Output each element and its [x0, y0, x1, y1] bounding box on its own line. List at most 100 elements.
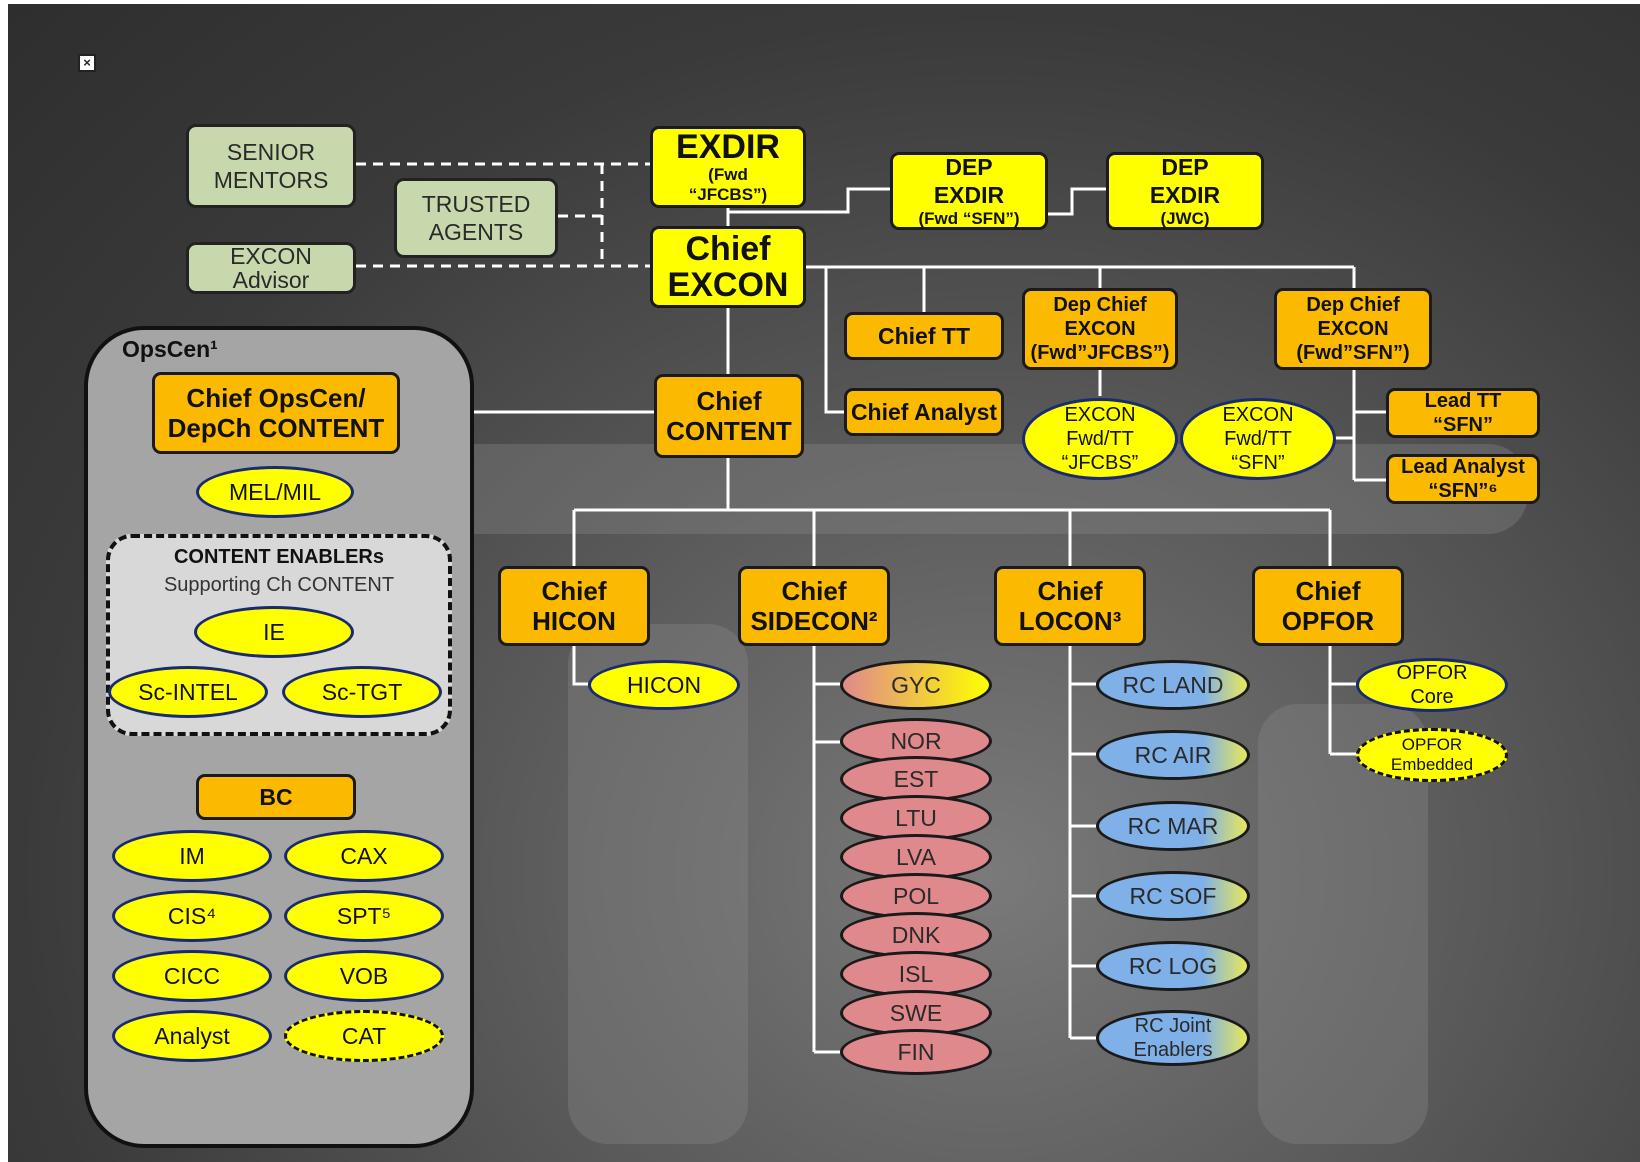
- exdir-title: EXDIR: [676, 128, 780, 166]
- ie-ellipse: IE: [194, 606, 354, 658]
- opfor-embedded-line1: OPFOR: [1401, 735, 1463, 754]
- bc-item-label: Analyst: [154, 1023, 230, 1049]
- dep-exdir-jwc-sub: (JWC): [1160, 209, 1210, 228]
- hicon-ellipse: HICON: [588, 660, 740, 710]
- locon-item-rc-mar: RC MAR: [1096, 801, 1250, 851]
- dep-chief-sfn-line3: (Fwd”SFN”): [1296, 342, 1410, 364]
- chief-tt-box: Chief TT: [844, 312, 1004, 360]
- close-icon[interactable]: ×: [78, 54, 96, 72]
- bc-box: BC: [196, 774, 356, 820]
- bc-ellipse-cat: CAT: [284, 1010, 444, 1062]
- exdir-sub2: “JFCBS”): [688, 185, 768, 204]
- chief-analyst-label: Chief Analyst: [850, 399, 998, 425]
- opfor-core-line1: OPFOR: [1396, 662, 1468, 684]
- excon-fwd-jfcbs-line2: Fwd/TT: [1066, 428, 1134, 450]
- senior-mentors-line1: SENIOR: [226, 139, 316, 165]
- trusted-agents-line1: TRUSTED: [421, 191, 531, 217]
- dep-exdir-jwc-line1: DEP: [1161, 154, 1209, 180]
- sidecon-item-ltu: LTU: [840, 795, 992, 841]
- sidecon-item-label: SWE: [889, 1000, 943, 1026]
- lead-tt-box: Lead TT “SFN”: [1386, 388, 1540, 438]
- mel-mil-ellipse: MEL/MIL: [196, 466, 354, 518]
- excon-fwd-jfcbs-ellipse: EXCON Fwd/TT “JFCBS”: [1022, 398, 1178, 480]
- excon-advisor-box: EXCON Advisor: [186, 242, 356, 294]
- sidecon-item-label: LVA: [895, 844, 937, 870]
- chief-locon-box: Chief LOCON³: [994, 566, 1146, 646]
- bc-item-label: SPT⁵: [336, 903, 392, 929]
- chief-analyst-box: Chief Analyst: [844, 388, 1004, 436]
- bc-item-label: CICC: [163, 963, 221, 989]
- chief-hicon-line2: HICON: [532, 606, 616, 636]
- lead-analyst-box: Lead Analyst “SFN”⁶: [1386, 454, 1540, 504]
- lead-tt-line2: “SFN”: [1433, 414, 1493, 436]
- chief-sidecon-box: Chief SIDECON²: [738, 566, 890, 646]
- bc-ellipse-cicc: CICC: [112, 950, 272, 1002]
- dep-exdir-sfn-box: DEP EXDIR (Fwd “SFN”): [890, 152, 1048, 230]
- sidecon-item-label: LTU: [895, 805, 937, 831]
- bc-item-label: VOB: [339, 963, 389, 989]
- mel-mil-label: MEL/MIL: [228, 479, 322, 505]
- dep-chief-sfn-box: Dep Chief EXCON (Fwd”SFN”): [1274, 288, 1432, 370]
- ie-label: IE: [263, 619, 285, 645]
- locon-item-label: RC SOF: [1129, 883, 1217, 909]
- chief-content-box: Chief CONTENT: [654, 374, 804, 458]
- chief-opscen-line1: Chief OpsCen/: [186, 383, 366, 413]
- trusted-agents-line2: AGENTS: [428, 219, 524, 245]
- sidecon-item-label: GYC: [891, 672, 941, 698]
- locon-item-rc-air: RC AIR: [1096, 730, 1250, 780]
- org-chart-canvas: × SENIOR MENTORS TRUSTED AGENTS EXCON Ad…: [8, 4, 1640, 1162]
- chief-sidecon-line2: SIDECON²: [750, 606, 878, 636]
- opscen-panel: [84, 326, 474, 1148]
- dep-chief-jfcbs-box: Dep Chief EXCON (Fwd”JFCBS”): [1022, 288, 1178, 370]
- bc-ellipse-cax: CAX: [284, 830, 444, 882]
- chief-locon-line1: Chief: [1037, 576, 1103, 606]
- chief-excon-line1: Chief: [685, 230, 771, 268]
- bc-item-label: CIS⁴: [167, 903, 217, 929]
- bc-item-label: CAT: [341, 1023, 387, 1049]
- excon-advisor-line1: EXCON: [230, 243, 312, 269]
- dep-chief-sfn-line2: EXCON: [1317, 318, 1389, 340]
- locon-item-rc-land: RC LAND: [1096, 660, 1250, 710]
- sc-intel-ellipse: Sc-INTEL: [108, 666, 268, 718]
- dep-chief-jfcbs-line1: Dep Chief: [1053, 294, 1147, 316]
- dep-exdir-sfn-line1: DEP: [945, 154, 993, 180]
- dep-chief-jfcbs-line3: (Fwd”JFCBS”): [1030, 342, 1170, 364]
- locon-item-label: RC LOG: [1128, 953, 1218, 979]
- sidecon-item-fin: FIN: [840, 1029, 992, 1075]
- locon-item-label: RC Joint Enablers: [1133, 1015, 1213, 1061]
- chief-content-line2: CONTENT: [666, 416, 792, 446]
- bc-ellipse-vob: VOB: [284, 950, 444, 1002]
- sc-tgt-ellipse: Sc-TGT: [282, 666, 442, 718]
- content-enablers-subtitle: Supporting Ch CONTENT: [163, 574, 395, 596]
- chief-excon-line2: EXCON: [667, 266, 789, 304]
- chief-opscen-line2: DepCh CONTENT: [167, 413, 385, 443]
- excon-fwd-sfn-ellipse: EXCON Fwd/TT “SFN”: [1180, 398, 1336, 480]
- locon-item-label: RC MAR: [1127, 813, 1219, 839]
- trusted-agents-box: TRUSTED AGENTS: [394, 178, 558, 258]
- chief-tt-label: Chief TT: [878, 323, 970, 349]
- senior-mentors-box: SENIOR MENTORS: [186, 124, 356, 208]
- excon-fwd-sfn-line3: “SFN”: [1231, 452, 1285, 474]
- opscen-title: OpsCen¹: [122, 336, 218, 362]
- opfor-core-ellipse: OPFOR Core: [1356, 658, 1508, 712]
- excon-fwd-sfn-line2: Fwd/TT: [1224, 428, 1292, 450]
- opfor-embedded-line2: Embedded: [1390, 755, 1474, 774]
- dep-exdir-jwc-line2: EXDIR: [1149, 182, 1221, 208]
- locon-item-rc-sof: RC SOF: [1096, 871, 1250, 921]
- chief-hicon-line1: Chief: [541, 576, 607, 606]
- hicon-label: HICON: [626, 672, 702, 698]
- locon-item-label: RC LAND: [1122, 672, 1224, 698]
- lead-analyst-line1: Lead Analyst: [1401, 456, 1525, 478]
- chief-opfor-box: Chief OPFOR: [1252, 566, 1404, 646]
- sidecon-item-label: ISL: [898, 961, 934, 987]
- lead-analyst-line2: “SFN”⁶: [1428, 480, 1498, 502]
- sc-intel-label: Sc-INTEL: [138, 679, 238, 705]
- sidecon-item-gyc: GYC: [840, 660, 992, 710]
- connector-lines: [356, 162, 1386, 1054]
- excon-fwd-sfn-line1: EXCON: [1222, 404, 1294, 426]
- chief-opfor-line2: OPFOR: [1281, 606, 1375, 636]
- locon-item-rc-joint-enablers: RC Joint Enablers: [1096, 1010, 1250, 1066]
- excon-fwd-jfcbs-line3: “JFCBS”: [1061, 452, 1139, 474]
- sidecon-item-label: POL: [892, 883, 940, 909]
- lead-tt-line1: Lead TT: [1424, 390, 1502, 412]
